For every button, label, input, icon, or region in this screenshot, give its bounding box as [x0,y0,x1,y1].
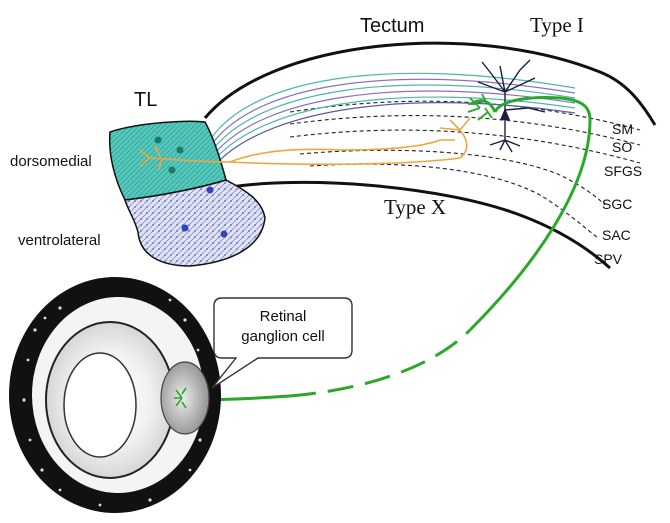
layer-labels: SM SO SFGS SGC SAC SPV [594,121,642,267]
label-ventrolateral: ventrolateral [18,232,101,249]
tectal-layer-lines [290,101,640,238]
layer-label-sgc: SGC [602,196,632,212]
retinal-ganglion-callout: Retinal ganglion cell [212,298,352,388]
label-dorsomedial: dorsomedial [10,153,92,170]
callout-line-1: Retinal [260,308,307,325]
retina-patch [161,362,209,434]
layer-label-spv: SPV [594,251,623,267]
layer-label-sm: SM [612,121,633,137]
label-type-one: Type I [530,13,584,37]
callout-line-2: ganglion cell [241,328,324,345]
label-tl: TL [134,89,157,111]
layer-label-sfgs: SFGS [604,163,642,179]
label-tectum: Tectum [360,15,424,37]
layer-label-sac: SAC [602,227,631,243]
optic-fiber-bundle [210,73,575,160]
layer-label-so: SO [612,139,632,155]
tectum-outline [205,43,655,268]
eye-illustration [9,277,221,513]
label-type-x: Type X [384,195,446,219]
